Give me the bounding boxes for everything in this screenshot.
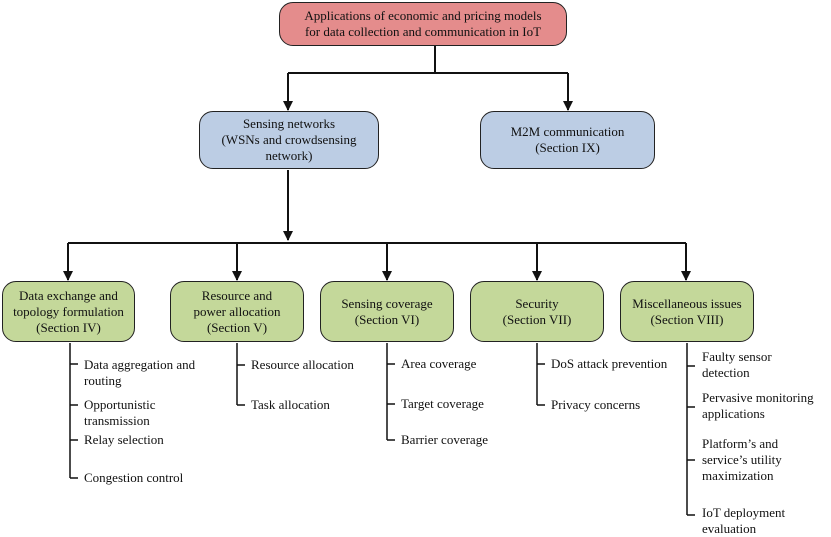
item-area-coverage: Area coverage [401, 356, 477, 371]
item-faulty-sensor: Faulty sensor detection [702, 349, 772, 380]
sensing-coverage-label: Sensing coverage (Section VI) [341, 295, 433, 327]
sensing-networks-node: Sensing networks (WSNs and crowdsensing … [199, 111, 379, 169]
data-exchange-node: Data exchange and topology formulation (… [2, 281, 135, 342]
item-congestion-control: Congestion control [84, 470, 184, 485]
item-data-aggregation: Data aggregation and routing [84, 357, 196, 388]
security-label: Security (Section VII) [502, 295, 572, 327]
misc-issues-node: Miscellaneous issues (Section VIII) [620, 281, 754, 342]
root-node: Applications of economic and pricing mod… [279, 2, 567, 46]
item-resource-allocation: Resource allocation [251, 357, 354, 372]
sensing-networks-label: Sensing networks (WSNs and crowdsensing … [221, 116, 357, 163]
item-relay-selection: Relay selection [84, 432, 164, 447]
item-dos-prevention: DoS attack prevention [551, 356, 668, 371]
item-task-allocation: Task allocation [251, 397, 330, 412]
item-privacy-concerns: Privacy concerns [551, 397, 641, 412]
item-target-coverage: Target coverage [401, 396, 484, 411]
sensing-coverage-node: Sensing coverage (Section VI) [320, 281, 454, 342]
item-barrier-coverage: Barrier coverage [401, 432, 488, 447]
item-pervasive-monitoring: Pervasive monitoring applications [702, 390, 814, 421]
misc-issues-label: Miscellaneous issues (Section VIII) [632, 295, 742, 327]
root-label: Applications of economic and pricing mod… [304, 8, 542, 39]
data-exchange-label: Data exchange and topology formulation (… [13, 287, 124, 335]
item-iot-deployment: IoT deployment evaluation [702, 505, 786, 536]
item-platform-utility: Platform’s and service’s utility maximiz… [702, 436, 782, 483]
item-opportunistic-transmission: Opportunistic transmission [84, 397, 156, 428]
security-node: Security (Section VII) [470, 281, 604, 342]
m2m-node: M2M communication (Section IX) [480, 111, 655, 169]
m2m-label: M2M communication (Section IX) [510, 124, 625, 155]
resource-allocation-node: Resource and power allocation (Section V… [170, 281, 304, 342]
resource-allocation-label: Resource and power allocation (Section V… [193, 287, 281, 335]
